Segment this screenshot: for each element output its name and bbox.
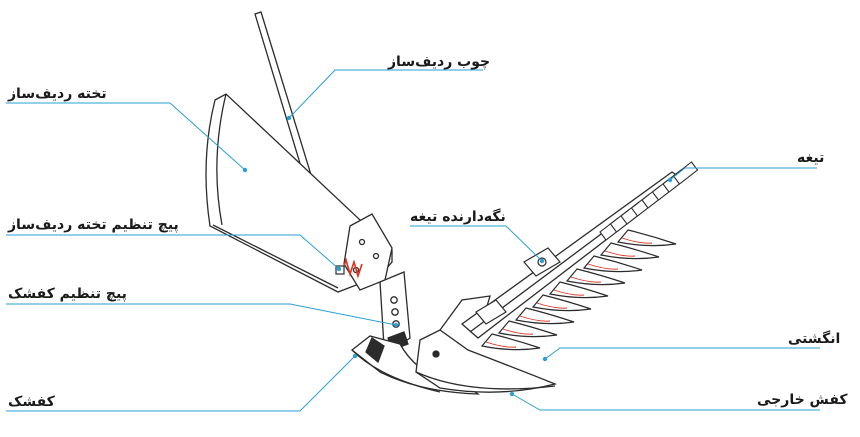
shoe-drawing xyxy=(350,335,481,395)
finger-edge-mark xyxy=(604,250,636,257)
finger-edge-mark xyxy=(536,302,568,309)
leader-lines xyxy=(6,69,820,412)
leader-shoe-screw xyxy=(6,303,397,326)
finger-guard xyxy=(531,294,592,312)
leader-outer-shoe xyxy=(511,393,820,411)
finger-guard xyxy=(582,255,643,273)
finger-guard xyxy=(548,281,609,299)
finger-edge-mark xyxy=(621,237,653,244)
leader-finger xyxy=(544,347,820,360)
finger-guard xyxy=(565,268,626,286)
leader-dots xyxy=(242,115,673,397)
label-blade-holder: نگه‌دارنده تیغه xyxy=(410,209,506,225)
label-row-stick: چوب ردیف‌ساز xyxy=(388,54,491,70)
finger-edge-mark xyxy=(587,263,619,270)
finger-edge-mark xyxy=(519,315,551,322)
label-shoe: کفشک xyxy=(8,394,55,410)
blade-sections xyxy=(599,161,699,241)
leader-row-stick xyxy=(288,69,483,119)
finger-edge-mark xyxy=(485,341,517,348)
finger-edge-mark xyxy=(502,328,534,335)
finger-guards xyxy=(480,229,677,351)
blade-section xyxy=(672,161,699,185)
leader-row-board xyxy=(6,102,246,171)
label-outer-shoe: کفش خارجی xyxy=(757,392,848,408)
shoe-post-drawing xyxy=(379,271,411,351)
leader-shoe xyxy=(6,355,356,412)
label-finger: انگشتی xyxy=(788,331,841,347)
finger-edge-mark xyxy=(570,276,602,283)
finger-guard xyxy=(497,320,558,338)
leader-blade-holder xyxy=(410,225,543,262)
label-shoe-adjust-screw: پیچ تنظیم کفشک xyxy=(8,286,127,302)
finger-guard xyxy=(514,307,575,325)
label-blade: تیغه xyxy=(797,150,825,166)
finger-guard xyxy=(616,229,677,247)
leader-blade xyxy=(669,167,817,181)
finger-guard xyxy=(480,333,541,351)
label-row-board: تخته ردیف‌ساز xyxy=(8,86,107,102)
finger-edge-mark xyxy=(553,289,585,296)
label-board-adjust-screw: پیچ تنظیم تخته ردیف‌ساز xyxy=(8,217,179,233)
leader-board-screw xyxy=(6,234,340,270)
finger-guard xyxy=(599,242,660,260)
